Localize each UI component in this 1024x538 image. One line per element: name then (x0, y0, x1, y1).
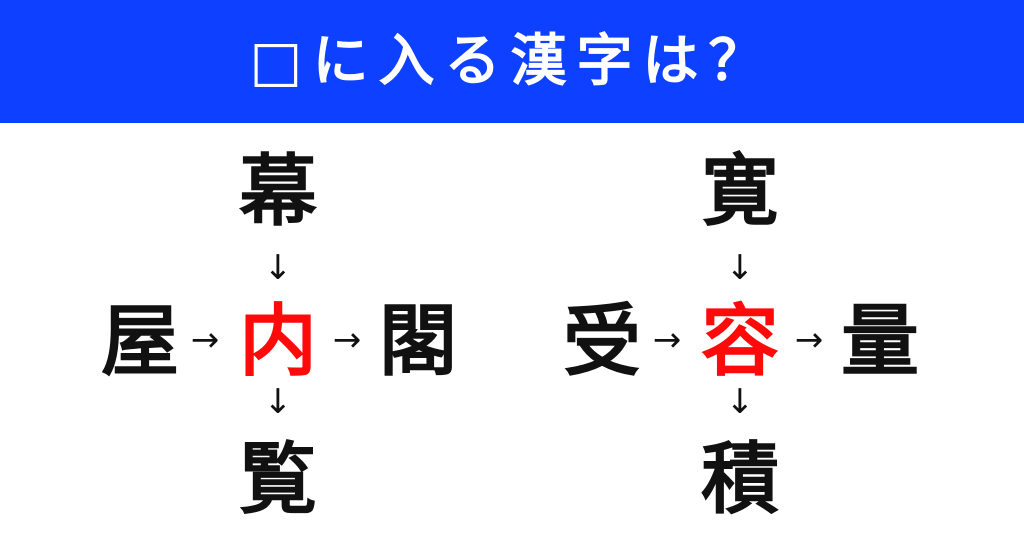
kanji-top: 幕 (238, 147, 317, 237)
kanji-top: 寛 (700, 147, 779, 237)
kanji-answer: 内 (238, 297, 317, 387)
arrow-right-icon: → (652, 320, 682, 360)
kanji-right: 量 (840, 297, 919, 387)
kanji-bottom: 積 (700, 435, 779, 525)
title-banner: □に入る漢字は？ (0, 0, 1024, 123)
kanji-left: 受 (562, 297, 641, 387)
kanji-bottom: 覧 (238, 435, 317, 525)
arrow-down-icon: ↓ (263, 248, 293, 288)
arrow-right-icon: → (794, 320, 824, 360)
arrow-down-icon: ↓ (263, 382, 293, 422)
kanji-answer: 容 (700, 297, 779, 387)
arrow-down-icon: ↓ (725, 248, 755, 288)
banner-title: □に入る漢字は？ (249, 28, 775, 94)
kanji-left: 屋 (100, 297, 179, 387)
arrow-right-icon: → (190, 320, 220, 360)
arrow-right-icon: → (332, 320, 362, 360)
kanji-right: 閣 (378, 297, 457, 387)
arrow-down-icon: ↓ (725, 382, 755, 422)
puzzle-2: 寛 ↓ 受 → 容 → 量 ↓ 積 (512, 123, 1024, 538)
puzzle-1: 幕 ↓ 屋 → 内 → 閣 ↓ 覧 (0, 123, 512, 538)
